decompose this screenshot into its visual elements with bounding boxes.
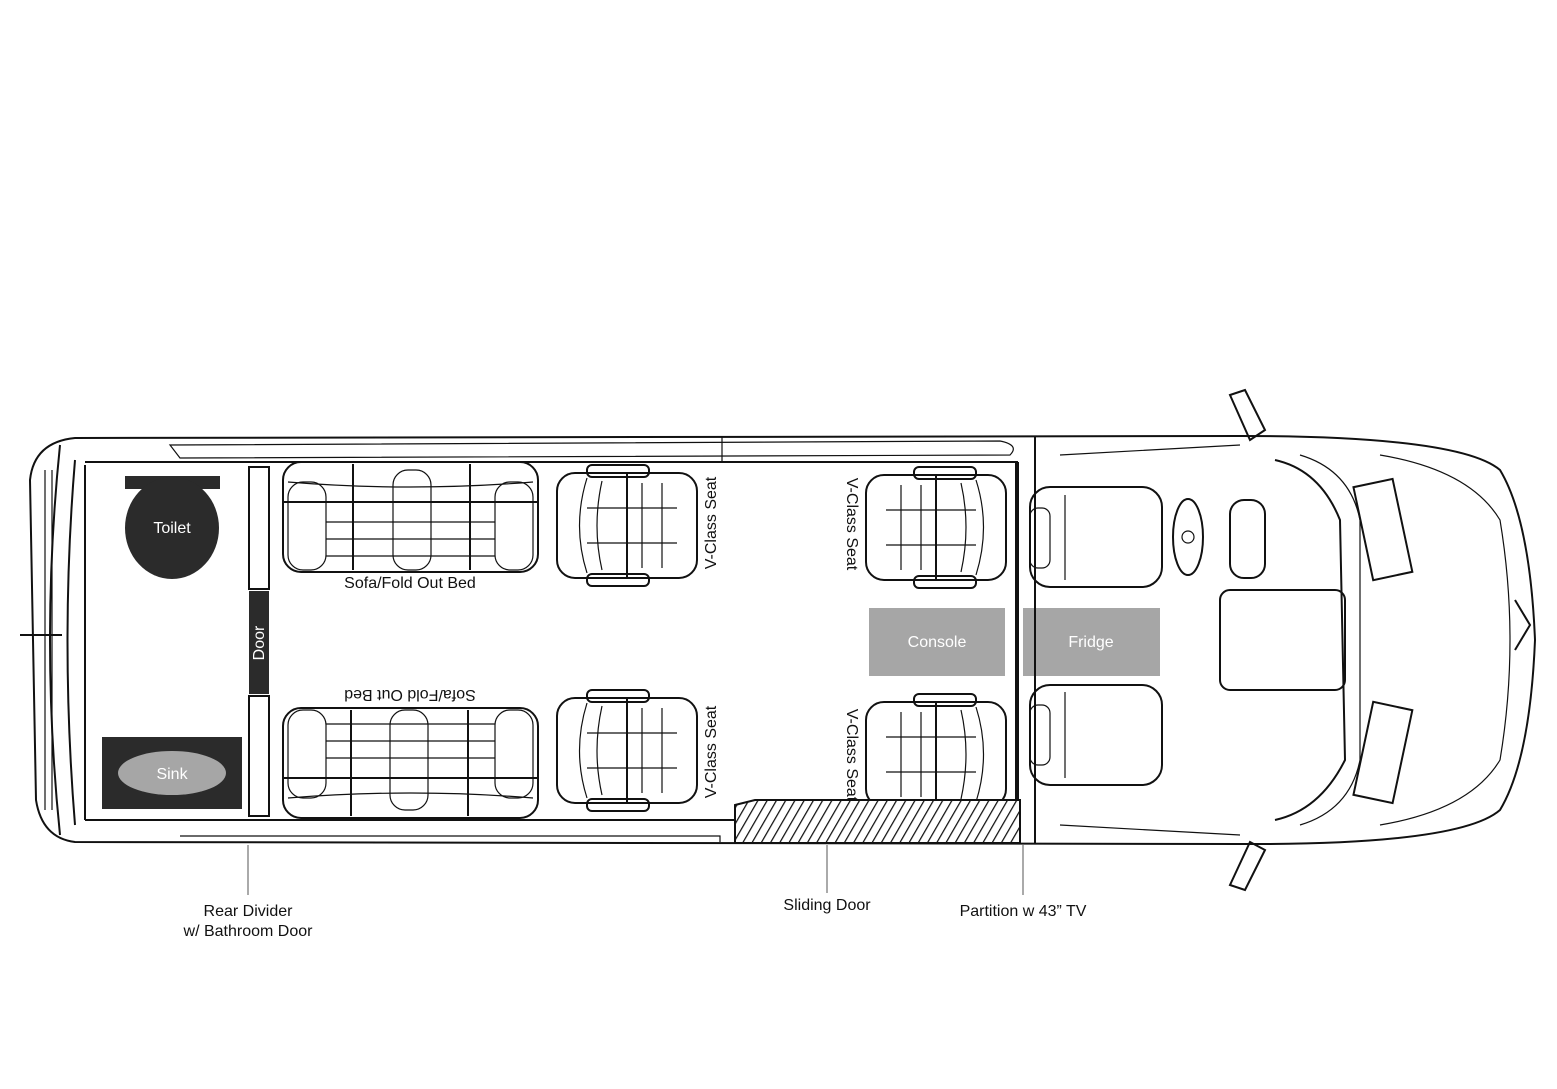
console-label: Console	[908, 634, 967, 651]
sofa-top-label: Sofa/Fold Out Bed	[344, 575, 476, 592]
toilet: Toilet	[125, 476, 220, 579]
sofa-bottom: Sofa/Fold Out Bed	[282, 686, 539, 819]
seat-rear-bottom-label: V-Class Seat	[703, 705, 720, 798]
sink: Sink	[102, 737, 242, 809]
steering-wheel-icon	[1172, 498, 1204, 576]
sofa-top: Sofa/Fold Out Bed	[282, 461, 539, 592]
v-class-seat-front-bottom: V-Class Seat	[843, 693, 1007, 816]
v-class-seat-rear-bottom: V-Class Seat	[556, 689, 720, 812]
van-body	[20, 434, 1537, 846]
sink-label: Sink	[156, 766, 188, 783]
callout-rear-divider: Rear Divider w/ Bathroom Door	[183, 845, 314, 940]
bathroom-door-label: Door	[251, 625, 268, 660]
seat-front-top-label: V-Class Seat	[843, 478, 860, 571]
v-class-seat-rear-top: V-Class Seat	[556, 464, 720, 587]
sliding-door	[734, 799, 1021, 844]
seat-rear-top-label: V-Class Seat	[703, 476, 720, 569]
callout-sliding-door: Sliding Door	[783, 845, 871, 914]
mirror-bottom	[1228, 840, 1267, 892]
sofa-bottom-label: Sofa/Fold Out Bed	[344, 686, 476, 703]
callout-partition: Partition w 43” TV	[960, 845, 1087, 920]
fridge-label: Fridge	[1068, 634, 1113, 651]
toilet-label: Toilet	[153, 520, 191, 537]
rear-divider: Door	[248, 466, 270, 817]
seat-front-bottom-label: V-Class Seat	[843, 709, 860, 802]
passenger-seat	[1029, 684, 1163, 786]
sliding-door-label: Sliding Door	[783, 897, 871, 914]
cab	[1029, 388, 1532, 892]
rear-divider-label: Rear Divider	[204, 903, 294, 920]
console: Console	[869, 608, 1005, 676]
partition-label: Partition w 43” TV	[960, 903, 1087, 920]
bathroom-door-callout-label: w/ Bathroom Door	[183, 923, 314, 940]
fridge: Fridge	[1023, 608, 1160, 676]
driver-seat	[1029, 486, 1163, 588]
mirror-top	[1228, 388, 1267, 442]
v-class-seat-front-top: V-Class Seat	[843, 466, 1007, 589]
